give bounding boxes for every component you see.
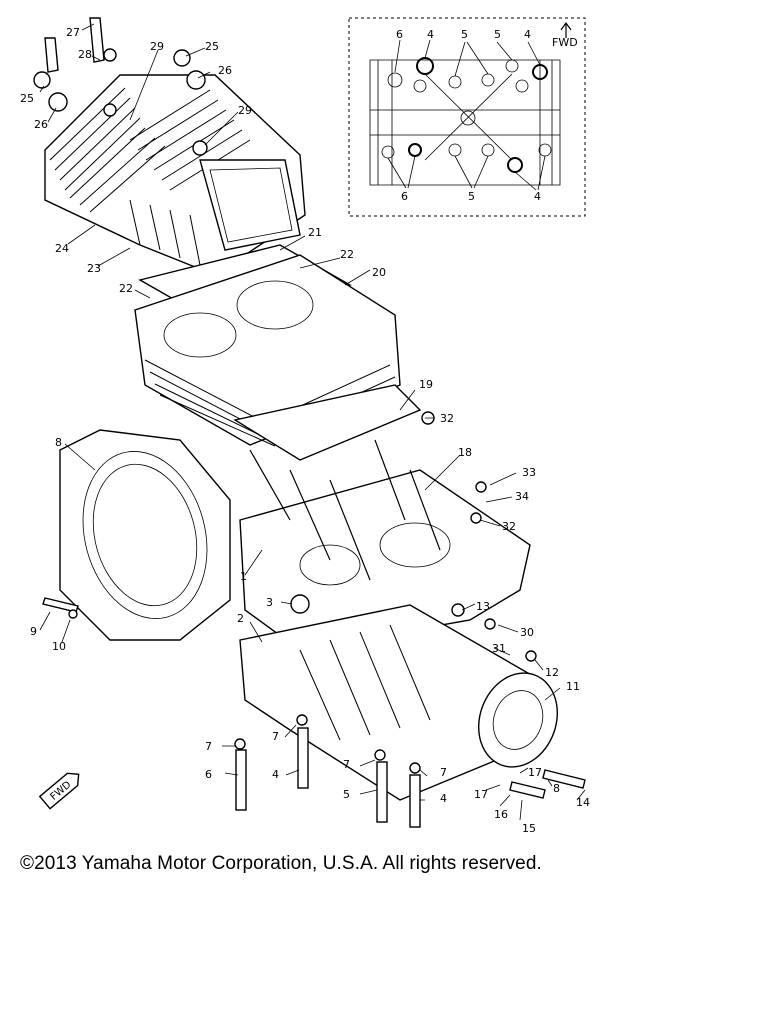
callout-15: 15 xyxy=(522,822,536,835)
callout-1: 1 xyxy=(240,570,247,583)
callout-21: 21 xyxy=(308,226,322,239)
callout-2: 2 xyxy=(237,612,244,625)
callout-28: 28 xyxy=(78,48,92,61)
gasket-and-cylinder xyxy=(134,244,422,461)
callout-30: 30 xyxy=(520,626,534,639)
callout-31: 31 xyxy=(492,642,506,655)
fan-housing xyxy=(59,429,231,641)
leader-lines xyxy=(39,23,586,821)
callout-32-top: 32 xyxy=(440,412,454,425)
callout-20: 20 xyxy=(372,266,386,279)
callout-11: 11 xyxy=(566,680,580,693)
inset-label-5-bottom: 5 xyxy=(468,190,475,203)
callout-12: 12 xyxy=(545,666,559,679)
callout-6: 6 xyxy=(205,768,212,781)
inset-label-4-bottom: 4 xyxy=(534,190,541,203)
callout-7-b: 7 xyxy=(272,730,279,743)
callout-4-b: 4 xyxy=(440,792,447,805)
cylinder-head-assembly xyxy=(33,17,306,276)
callout-7-a: 7 xyxy=(205,740,212,753)
callout-17-b: 17 xyxy=(474,788,488,801)
callout-7-d: 7 xyxy=(440,766,447,779)
callout-16: 16 xyxy=(494,808,508,821)
callout-34: 34 xyxy=(515,490,529,503)
callout-33: 33 xyxy=(522,466,536,479)
callout-32-bottom: 32 xyxy=(502,520,516,533)
callout-5: 5 xyxy=(343,788,350,801)
crankcase xyxy=(239,439,559,801)
inset-label-4-top-a: 4 xyxy=(427,28,434,41)
callout-22-left: 22 xyxy=(119,282,133,295)
bolts xyxy=(42,411,586,828)
fwd-badge: FWD xyxy=(38,772,80,810)
callout-17-a: 17 xyxy=(528,766,542,779)
callout-10: 10 xyxy=(52,640,66,653)
callout-14: 14 xyxy=(576,796,590,809)
callout-18: 18 xyxy=(458,446,472,459)
callout-3: 3 xyxy=(266,596,273,609)
callout-13: 13 xyxy=(476,600,490,613)
callout-25-right: 25 xyxy=(205,40,219,53)
inset-label-6-top: 6 xyxy=(396,28,403,41)
callout-29-right: 29 xyxy=(238,104,252,117)
fwd-arrow-icon xyxy=(560,21,572,38)
inset-label-5-top-a: 5 xyxy=(461,28,468,41)
tightening-sequence-inset: FWD 6 4 5 5 4 6 5 4 xyxy=(348,17,586,217)
callout-8-bolt: 8 xyxy=(553,782,560,795)
engine-exploded-diagram: FWD 6 4 5 5 4 6 5 4 xyxy=(20,17,590,835)
callout-24: 24 xyxy=(55,242,69,255)
callout-29-top: 29 xyxy=(150,40,164,53)
callout-26-right: 26 xyxy=(218,64,232,77)
callout-27: 27 xyxy=(66,26,80,39)
copyright-notice: ©2013 Yamaha Motor Corporation, U.S.A. A… xyxy=(20,853,542,874)
callout-8-housing: 8 xyxy=(55,436,62,449)
part-callouts: 27 28 29 25 25 26 26 29 24 23 21 22 22 2… xyxy=(20,26,590,835)
callout-9: 9 xyxy=(30,625,37,638)
callout-23: 23 xyxy=(87,262,101,275)
callout-4-a: 4 xyxy=(272,768,279,781)
callout-7-c: 7 xyxy=(343,758,350,771)
callout-25-left: 25 xyxy=(20,92,34,105)
inset-label-4-top-b: 4 xyxy=(524,28,531,41)
callout-19: 19 xyxy=(419,378,433,391)
callout-26-left: 26 xyxy=(34,118,48,131)
inset-label-6-bottom: 6 xyxy=(401,190,408,203)
inset-fwd-label: FWD xyxy=(552,36,578,49)
callout-22-right: 22 xyxy=(340,248,354,261)
inset-label-5-top-b: 5 xyxy=(494,28,501,41)
